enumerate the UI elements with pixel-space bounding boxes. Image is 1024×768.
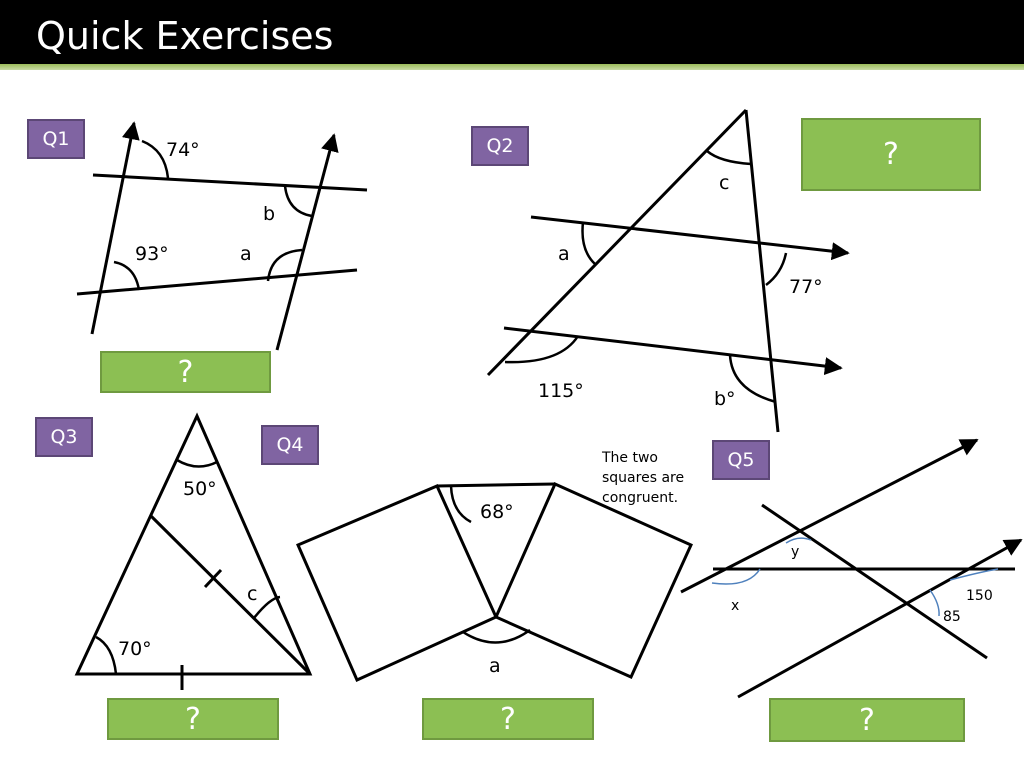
q1-upper-line xyxy=(92,173,368,192)
q5-angle-150: 150 xyxy=(966,588,993,604)
q4-label: Q4 xyxy=(261,425,319,465)
q4-answer-button[interactable]: ? xyxy=(422,698,594,740)
q5-transversal xyxy=(761,503,988,660)
q3-angle-70: 70° xyxy=(118,638,152,660)
q2-arc-a xyxy=(581,221,596,265)
q2-arc-115 xyxy=(504,335,580,364)
q2-angle-77: 77° xyxy=(789,276,823,298)
q1-arc-b xyxy=(283,185,313,218)
q3-cevian xyxy=(148,513,312,676)
q3-tick-cevian xyxy=(203,568,223,589)
q3-arc-c xyxy=(253,595,281,619)
q1-arc-93 xyxy=(113,260,141,291)
q3-answer-button[interactable]: ? xyxy=(107,698,279,740)
q2-left-side xyxy=(486,108,748,377)
q2-upper-parallel xyxy=(530,215,850,261)
q2-lower-parallel xyxy=(503,326,843,376)
q3-arc-50 xyxy=(176,458,218,468)
q4-diagram: 68° a xyxy=(296,482,693,682)
q5-label: Q5 xyxy=(712,440,770,480)
q1-left-transversal xyxy=(90,121,140,335)
q2-arc-b xyxy=(728,354,777,404)
q1-angle-74: 74° xyxy=(166,139,200,161)
q5-diagram: y x 150 85 xyxy=(680,438,1023,699)
q5-angle-y: y xyxy=(791,544,799,560)
q2-angle-a: a xyxy=(558,243,570,265)
q4-angle-a: a xyxy=(489,655,501,677)
q1-angle-93: 93° xyxy=(135,243,169,265)
q3-diagram: 50° 70° c xyxy=(74,412,313,690)
q2-arc-c xyxy=(706,150,752,166)
q5-angle-x: x xyxy=(731,598,739,614)
header-bar xyxy=(0,0,1024,64)
q3-angle-50: 50° xyxy=(183,478,217,500)
q3-angle-c: c xyxy=(247,583,257,605)
q5-angle-85: 85 xyxy=(943,609,961,625)
q1-diagram: 74° b 93° a xyxy=(76,121,368,351)
q4-left-square xyxy=(296,484,498,682)
q2-arc-77 xyxy=(765,252,788,286)
q5-arc-y xyxy=(785,537,812,544)
q4-top-edge xyxy=(436,482,556,488)
q5-answer-button[interactable]: ? xyxy=(769,698,965,742)
q4-note: The two squares are congruent. xyxy=(602,450,685,506)
q1-right-transversal xyxy=(275,133,339,351)
q3-triangle xyxy=(74,412,313,676)
q1-angle-a: a xyxy=(240,243,252,265)
q3-label: Q3 xyxy=(35,417,93,457)
q1-answer-button[interactable]: ? xyxy=(100,351,271,393)
q4-arc-a xyxy=(462,628,531,644)
q1-lower-line xyxy=(76,268,358,296)
q2-angle-b: b° xyxy=(714,388,736,410)
q2-right-side xyxy=(744,109,780,433)
q5-arc-150 xyxy=(949,568,999,581)
page-title: Quick Exercises xyxy=(36,14,334,58)
q4-right-square xyxy=(494,482,693,679)
q5-arc-x xyxy=(711,568,761,585)
header-accent-rule xyxy=(0,64,1024,70)
q4-angle-68: 68° xyxy=(480,501,514,523)
q4-arc-68 xyxy=(449,485,472,524)
q2-diagram: c a 77° 115° b° xyxy=(486,108,850,433)
q2-answer-button[interactable]: ? xyxy=(801,118,981,191)
q3-arc-70 xyxy=(95,635,118,675)
q5-arc-85 xyxy=(929,589,940,617)
q5-upper-parallel xyxy=(680,438,979,594)
q1-arc-a xyxy=(266,248,303,282)
q1-arc-74 xyxy=(141,139,170,179)
q2-angle-c: c xyxy=(719,172,729,194)
q1-angle-b: b xyxy=(263,203,275,225)
q2-label: Q2 xyxy=(471,126,529,166)
q2-angle-115: 115° xyxy=(538,380,584,402)
q5-lower-parallel xyxy=(737,538,1023,699)
q1-label: Q1 xyxy=(27,119,85,159)
